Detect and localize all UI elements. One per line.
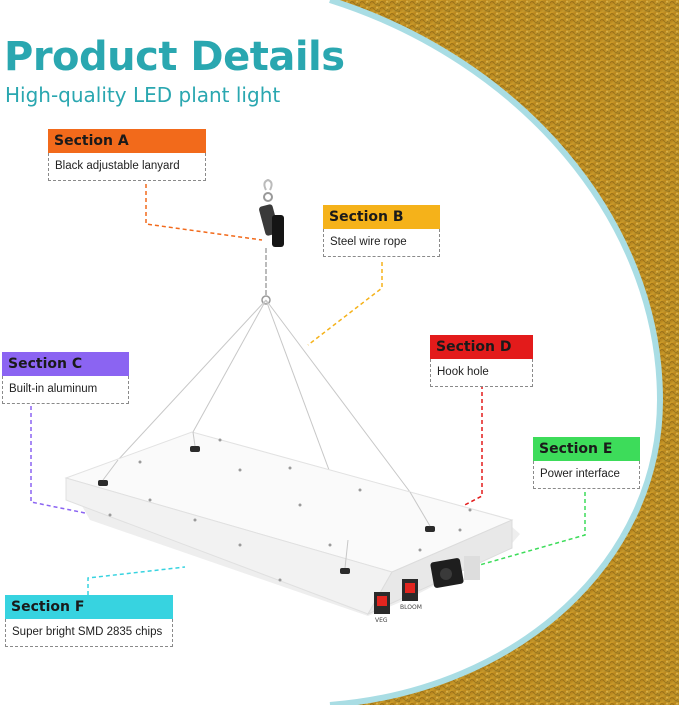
lanyard-hanger <box>259 178 284 305</box>
wire-ropes <box>117 299 411 493</box>
leader-line-e <box>461 485 586 571</box>
callout-section-d-title: Section D <box>430 335 533 359</box>
page-subtitle: High-quality LED plant light <box>5 83 281 107</box>
svg-text:BLOOM: BLOOM <box>400 604 422 611</box>
led-panel: VEG BLOOM <box>64 431 520 624</box>
svg-text:VEG: VEG <box>375 617 388 624</box>
callout-section-b: Section B Steel wire rope <box>323 205 440 257</box>
page-title: Product Details <box>4 34 345 80</box>
callout-section-e-title: Section E <box>533 437 640 461</box>
callout-section-f-desc: Super bright SMD 2835 chips <box>5 619 173 647</box>
leader-line-c <box>30 406 91 515</box>
callout-section-b-title: Section B <box>323 205 440 229</box>
callout-section-e-desc: Power interface <box>533 461 640 489</box>
power-interface <box>430 556 480 588</box>
callout-section-c-desc: Built-in aluminum <box>2 376 129 404</box>
leader-line-b <box>307 262 383 346</box>
callout-section-c-title: Section C <box>2 352 129 376</box>
callout-section-f: Section F Super bright SMD 2835 chips <box>5 595 173 647</box>
veg-switch: VEG <box>374 592 390 624</box>
callout-section-c: Section C Built-in aluminum <box>2 352 129 404</box>
callout-section-a-title: Section A <box>48 129 206 153</box>
callout-section-e: Section E Power interface <box>533 437 640 489</box>
callout-section-a: Section A Black adjustable lanyard <box>48 129 206 181</box>
callout-section-d-desc: Hook hole <box>430 359 533 387</box>
callout-section-b-desc: Steel wire rope <box>323 229 440 257</box>
callout-section-d: Section D Hook hole <box>430 335 533 387</box>
bloom-switch: BLOOM <box>400 579 422 611</box>
leader-line-f <box>87 566 186 595</box>
callout-section-f-title: Section F <box>5 595 173 619</box>
callout-section-a-desc: Black adjustable lanyard <box>48 153 206 181</box>
leader-line-a <box>145 184 263 241</box>
